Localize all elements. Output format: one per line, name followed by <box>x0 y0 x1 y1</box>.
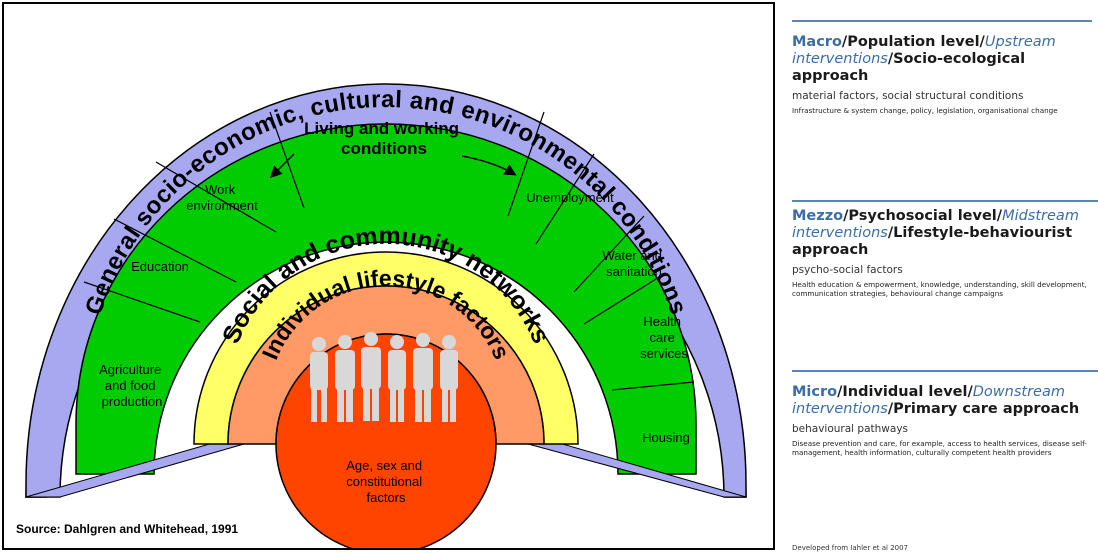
mezzo-rule <box>792 200 1098 202</box>
sector-agriculture: Agriculture and food production <box>99 362 165 409</box>
mezzo-section: Mezzo/Psychosocial level/Midstream inter… <box>792 200 1098 298</box>
macro-heading: Macro/Population level/Upstream interven… <box>792 20 1098 85</box>
micro-sub: behavioural pathways <box>792 423 909 435</box>
sector-dividers <box>83 111 695 391</box>
mezzo-h2: /Psychosocial level/ <box>843 208 1003 224</box>
mezzo-small: Health education & empowerment, knowledg… <box>792 280 1087 298</box>
side-panel: Macro/Population level/Upstream interven… <box>792 20 1098 554</box>
macro-small: Infrastructure & system change, policy, … <box>792 106 1058 115</box>
mezzo-h4: /Lifestyle-behaviourist approach <box>792 225 1073 258</box>
micro-heading: Micro/Individual level/Downstream interv… <box>792 370 1098 418</box>
mezzo-heading: Mezzo/Psychosocial level/Midstream inter… <box>792 200 1098 259</box>
source-caption: Source: Dahlgren and Whitehead, 1991 <box>16 522 239 536</box>
panel-footer: Developed from Iahler et al 2007 <box>792 544 909 552</box>
living-working-label: Living and working conditions <box>304 119 464 158</box>
sector-water: Water and sanitation <box>602 248 665 279</box>
micro-h4: /Primary care approach <box>887 401 1080 417</box>
sector-housing: Housing <box>642 430 690 445</box>
core-label: Age, sex and constitutional factors <box>346 458 426 505</box>
macro-h1: Macro <box>792 34 842 50</box>
macro-h3: Upstream interventions <box>792 34 1056 67</box>
macro-section: Macro/Population level/Upstream interven… <box>792 20 1098 115</box>
mezzo-h1: Mezzo <box>792 208 844 224</box>
micro-h2: /Individual level/ <box>837 384 973 400</box>
micro-small: Disease prevention and care, for example… <box>792 439 1087 457</box>
micro-rule <box>792 370 1098 372</box>
macro-h2: /Population level/ <box>841 34 985 50</box>
mezzo-sub: psycho-social factors <box>792 264 903 276</box>
macro-rule <box>792 20 1092 22</box>
sector-health-care: Health care services <box>640 314 688 361</box>
rainbow-diagram: General socio-economic, cultural and env… <box>25 83 747 548</box>
sector-education: Education <box>131 259 189 274</box>
macro-sub: material factors, social structural cond… <box>792 90 1024 102</box>
green-band <box>75 123 697 475</box>
living-working-right-arrow <box>461 155 517 176</box>
macro-h4: /Socio-ecological approach <box>792 51 1026 84</box>
diagram-frame: General socio-economic, cultural and env… <box>2 2 775 550</box>
micro-section: Micro/Individual level/Downstream interv… <box>792 370 1098 457</box>
living-working-left-arrow <box>269 153 295 179</box>
micro-h1: Micro <box>792 384 838 400</box>
mezzo-h3: Midstream interventions <box>792 208 1079 241</box>
micro-h3: Downstream interventions <box>792 384 1065 417</box>
sector-work-environment: Work environment <box>186 182 258 213</box>
core-circle <box>275 333 497 548</box>
people-figures-icon <box>310 332 458 422</box>
sector-unemployment: Unemployment <box>526 190 614 205</box>
